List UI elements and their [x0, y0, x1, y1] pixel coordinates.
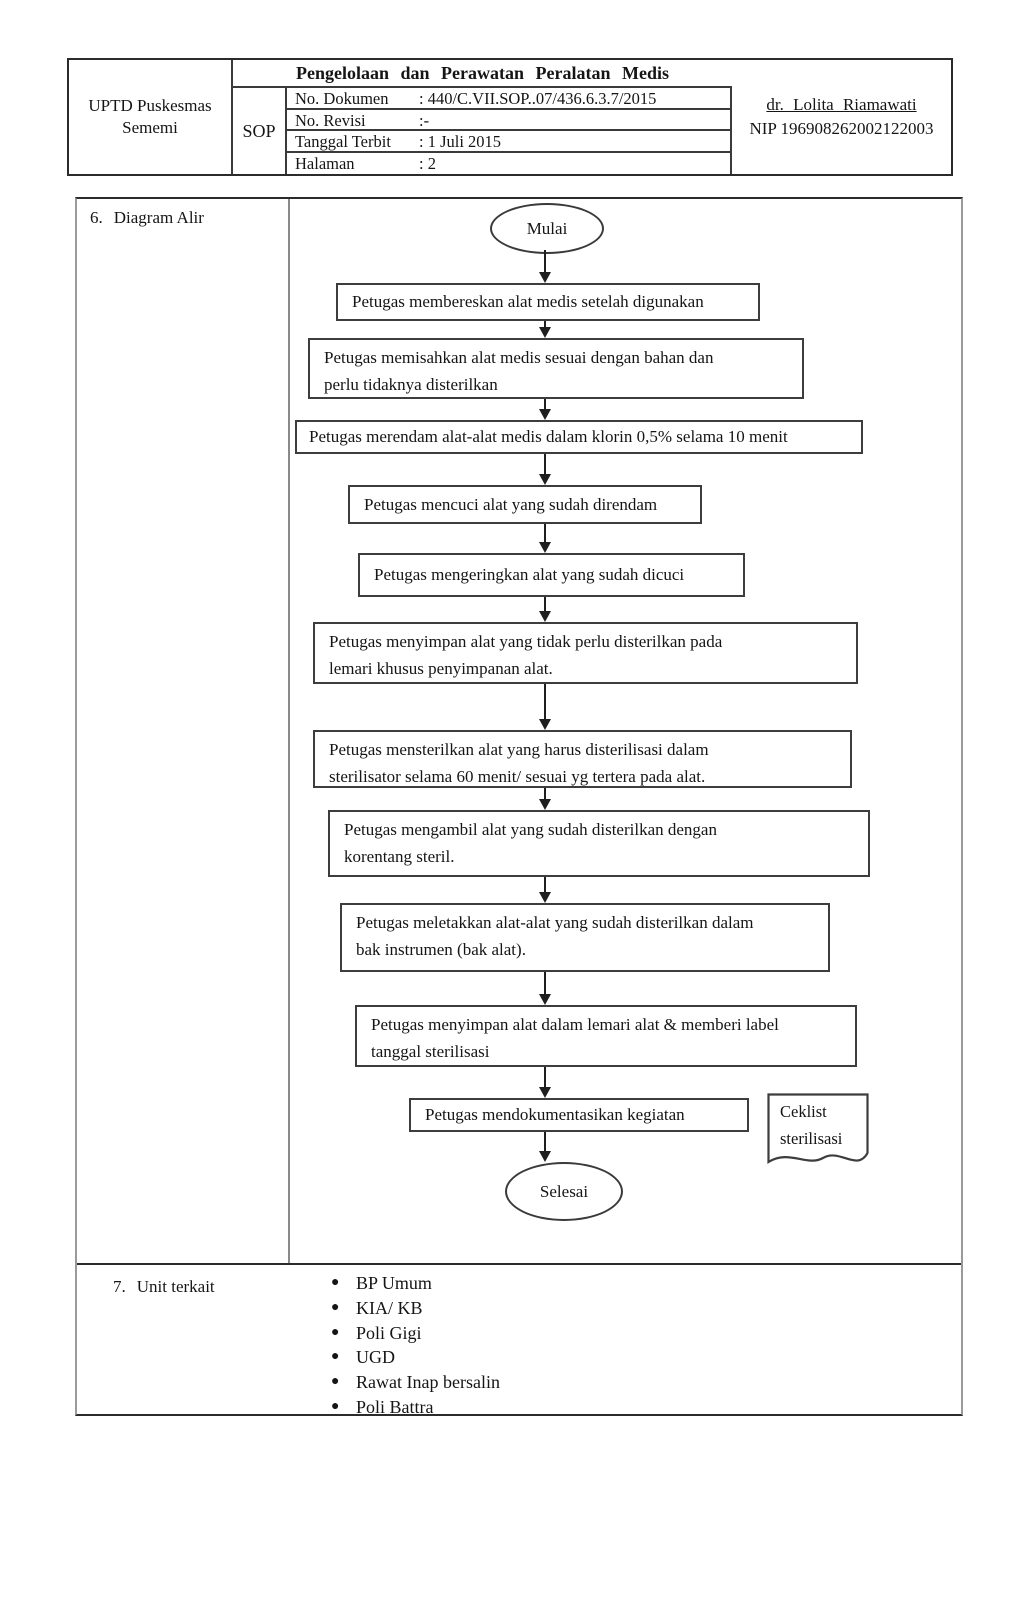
flow-arrow-icon	[539, 972, 551, 1005]
org-cell: UPTD Puskesmas Sememi	[69, 60, 233, 174]
column-divider	[288, 199, 290, 1263]
body-table: 6. Diagram Alir Mulai Petugas membereskan…	[75, 197, 963, 1417]
unit-item: ●UGD	[290, 1345, 950, 1370]
flow-arrow-icon	[539, 684, 551, 730]
unit-item: ●BP Umum	[290, 1271, 950, 1296]
flow-step-9: Petugas meletakkan alat-alat yang sudah …	[340, 903, 830, 972]
field-label: Halaman	[295, 153, 355, 173]
field-row-tanggal: Tanggal Terbit : 1 Juli 2015	[287, 131, 730, 153]
section-title: Diagram Alir	[113, 208, 204, 227]
signatory-nip: NIP 196908262002122003	[749, 119, 934, 138]
unit-item: ●Poli Gigi	[290, 1321, 950, 1346]
bullet-icon: ●	[331, 1398, 340, 1414]
flow-arrow-icon	[539, 877, 551, 903]
section-diagram-label: 6. Diagram Alir	[90, 208, 204, 228]
field-value: : 2	[419, 153, 436, 173]
flow-arrow-icon	[539, 524, 551, 553]
org-name-line1: UPTD Puskesmas	[88, 96, 212, 115]
flow-arrow-icon	[539, 597, 551, 622]
section-units-label: 7. Unit terkait	[113, 1277, 215, 1297]
flow-arrow-icon	[539, 399, 551, 420]
field-label: No. Dokumen	[295, 89, 389, 108]
flow-step-4: Petugas mencuci alat yang sudah direndam	[348, 485, 702, 524]
flow-arrow-icon	[539, 1067, 551, 1098]
side-document-shape: Ceklist sterilisasi	[767, 1093, 869, 1177]
signatory-name: dr. Lolita Riamawati	[766, 95, 917, 114]
bullet-icon: ●	[331, 1275, 340, 1290]
row-divider	[77, 1263, 961, 1265]
field-value: :-	[419, 110, 430, 130]
side-document-label-line1: Ceklist	[780, 1102, 827, 1121]
field-value: : 1 Juli 2015	[419, 132, 502, 151]
section-number: 7.	[113, 1277, 126, 1296]
document-shape-icon	[767, 1093, 869, 1164]
flow-arrow-icon	[539, 321, 551, 338]
flow-step-8: Petugas mengambil alat yang sudah dister…	[328, 810, 870, 877]
section-title: Unit terkait	[136, 1277, 215, 1296]
org-name-line2: Sememi	[122, 118, 178, 137]
field-label: Tanggal Terbit	[295, 132, 391, 151]
field-label: No. Revisi	[295, 110, 366, 130]
bullet-icon: ●	[331, 1374, 340, 1390]
flow-step-1: Petugas membereskan alat medis setelah d…	[336, 283, 760, 321]
doc-type-label: SOP	[233, 88, 287, 174]
flow-step-3: Petugas merendam alat-alat medis dalam k…	[295, 420, 863, 454]
flow-arrow-icon	[539, 1132, 551, 1162]
flow-arrow-icon	[539, 250, 551, 283]
flow-step-7: Petugas mensterilkan alat yang harus dis…	[313, 730, 852, 788]
flow-arrow-icon	[539, 788, 551, 810]
unit-item: ●Rawat Inap bersalin	[290, 1370, 950, 1395]
end-terminator: Selesai	[505, 1162, 623, 1221]
flow-step-11: Petugas mendokumentasikan kegiatan	[409, 1098, 749, 1132]
flow-step-6: Petugas menyimpan alat yang tidak perlu …	[313, 622, 858, 684]
flow-step-10: Petugas menyimpan alat dalam lemari alat…	[355, 1005, 857, 1067]
document-title: Pengelolaan dan Perawatan Peralatan Medi…	[233, 60, 732, 88]
field-value: : 440/C.VII.SOP..07/436.6.3.7/2015	[419, 89, 657, 108]
flow-arrow-icon	[539, 454, 551, 485]
bullet-icon: ●	[331, 1324, 340, 1340]
bullet-icon: ●	[331, 1299, 340, 1315]
field-row-halaman: Halaman : 2	[287, 153, 730, 175]
start-terminator: Mulai	[490, 203, 604, 254]
signatory-cell: dr. Lolita Riamawati NIP 196908262002122…	[732, 60, 951, 174]
flow-step-5: Petugas mengeringkan alat yang sudah dic…	[358, 553, 745, 597]
field-row-dokumen: No. Dokumen : 440/C.VII.SOP..07/436.6.3.…	[287, 88, 730, 110]
units-list: ●BP Umum ●KIA/ KB ●Poli Gigi ●UGD ●Rawat…	[290, 1271, 950, 1420]
unit-item: ●Poli Battra	[290, 1395, 950, 1420]
field-row-revisi: No. Revisi :-	[287, 110, 730, 131]
flowchart: Mulai Petugas membereskan alat medis set…	[290, 199, 961, 1263]
section-number: 6.	[90, 208, 103, 227]
bullet-icon: ●	[331, 1349, 340, 1365]
doc-meta-fields: No. Dokumen : 440/C.VII.SOP..07/436.6.3.…	[287, 88, 732, 174]
flow-step-2: Petugas memisahkan alat medis sesuai den…	[308, 338, 804, 399]
unit-item: ●KIA/ KB	[290, 1296, 950, 1321]
side-document-label-line2: sterilisasi	[780, 1129, 843, 1148]
header-table: UPTD Puskesmas Sememi Pengelolaan dan Pe…	[67, 58, 953, 176]
